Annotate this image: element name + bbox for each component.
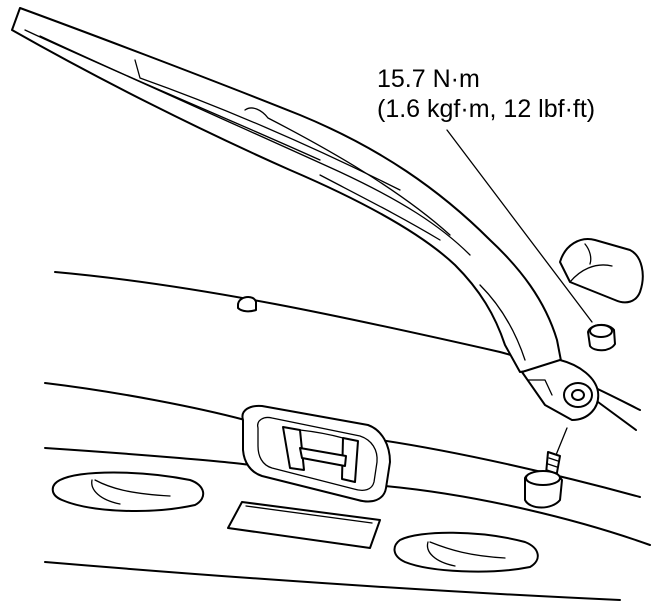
license-lamp-left [51,471,205,513]
pivot-cap [559,238,644,304]
pivot-shaft [524,427,568,509]
washer-nozzle [237,296,257,313]
license-lamp-right [393,531,539,573]
wiper-arm [11,7,563,373]
torque-callout: 15.7 N·m (1.6 kgf·m, 12 lbf·ft) [377,64,595,124]
callout-leader [446,129,593,323]
wiper-pivot [521,359,600,421]
pivot-nut [587,324,616,352]
tailgate-handle-recess [227,501,381,549]
torque-value-alt: (1.6 kgf·m, 12 lbf·ft) [377,95,596,123]
torque-value: 15.7 N·m [377,65,480,93]
honda-emblem-icon [282,426,359,483]
